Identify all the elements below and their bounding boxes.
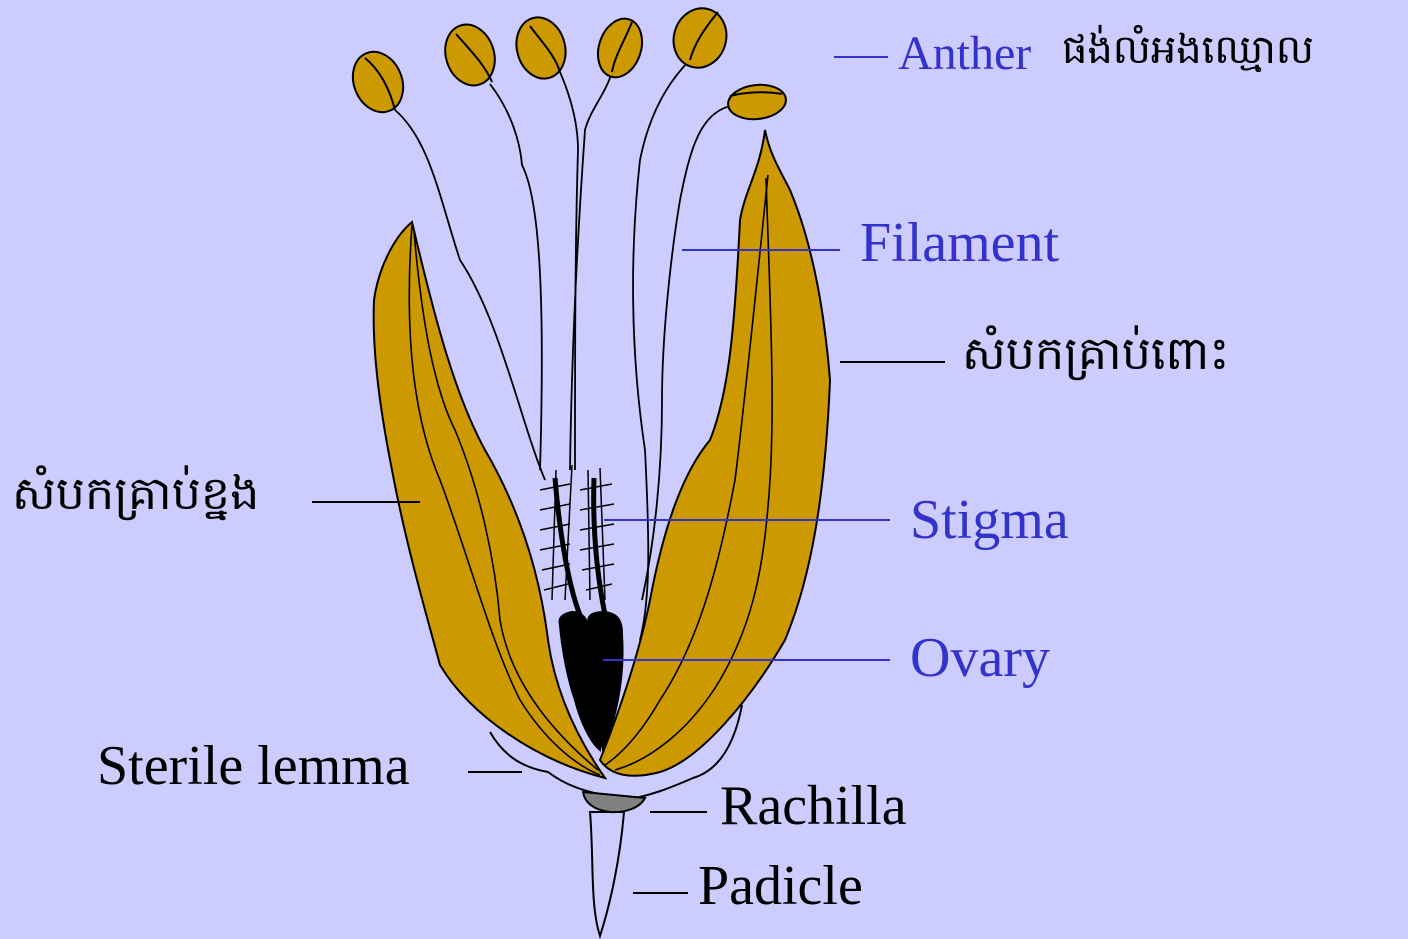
stigma-label: Stigma xyxy=(910,492,1069,548)
sterile-lemma-label: Sterile lemma xyxy=(97,738,410,794)
anther-label: Anther xyxy=(898,30,1031,78)
anther-3 xyxy=(510,12,572,84)
rachilla-label: Rachilla xyxy=(720,778,907,834)
filament-2 xyxy=(490,84,542,470)
anther-4 xyxy=(591,13,649,83)
padicle-label: Padicle xyxy=(698,858,863,914)
filament-3 xyxy=(560,72,578,470)
anthers xyxy=(344,1,787,122)
palea-khmer-label: សំបកគ្រាប់ខ្នង xyxy=(12,470,259,516)
stigma-branches xyxy=(540,465,614,600)
rachilla-shape xyxy=(583,792,645,812)
anther-2 xyxy=(438,18,503,92)
anther-1 xyxy=(344,44,412,119)
anther-khmer-label: ផង់លំអងឈ្មោល xyxy=(1062,30,1314,70)
lemma-khmer-label: សំបកគ្រាប់ពោះ xyxy=(962,330,1230,376)
filament-label: Filament xyxy=(860,215,1059,271)
ovary-label: Ovary xyxy=(910,630,1050,686)
anther-5 xyxy=(666,1,734,74)
padicle-stalk xyxy=(590,812,624,936)
anther-6 xyxy=(726,82,787,122)
